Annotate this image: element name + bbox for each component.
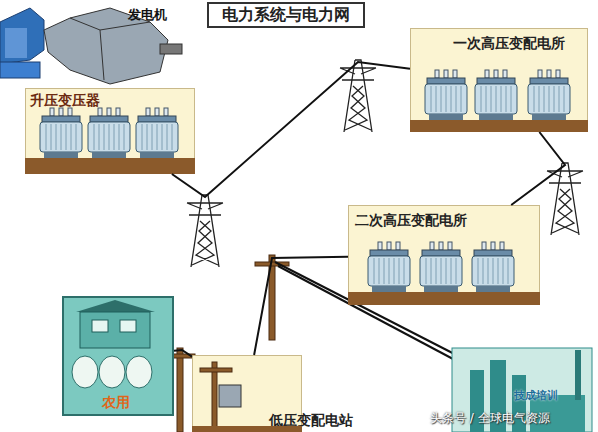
transformer-group: [410, 70, 588, 132]
power-line: [511, 132, 565, 205]
node-label: 一次高压变配电所: [453, 35, 565, 52]
node-label: 二次高压变配电所: [355, 212, 467, 229]
power-line: [254, 257, 348, 355]
node-label: 农用: [102, 394, 130, 411]
watermark: 技成培训: [514, 388, 558, 403]
generator-label: 发电机: [128, 6, 167, 24]
node-label: 低压变配电站: [269, 412, 353, 429]
user-box: 农用: [62, 296, 174, 416]
watermark: 头条号 / 全球电气资源: [430, 410, 550, 427]
power-line: [172, 62, 410, 197]
transformer-group: [25, 108, 195, 174]
node-label: 升压变压器: [30, 92, 100, 109]
generator-illustration: [0, 8, 182, 84]
farm-illustration: [72, 300, 155, 388]
pole-transformer: [192, 362, 302, 432]
transformer-group: [348, 242, 540, 305]
step-up-transformer-box: 升压变压器: [25, 88, 195, 174]
factory-illustration: [452, 348, 592, 432]
substation-box: 二次高压变配电所: [348, 205, 540, 305]
power-line: [174, 350, 192, 357]
diagram-title: 电力系统与电力网: [207, 2, 365, 28]
substation-box: 一次高压变配电所: [410, 28, 588, 132]
low-voltage-station-box: 低压变配电站: [192, 355, 302, 432]
